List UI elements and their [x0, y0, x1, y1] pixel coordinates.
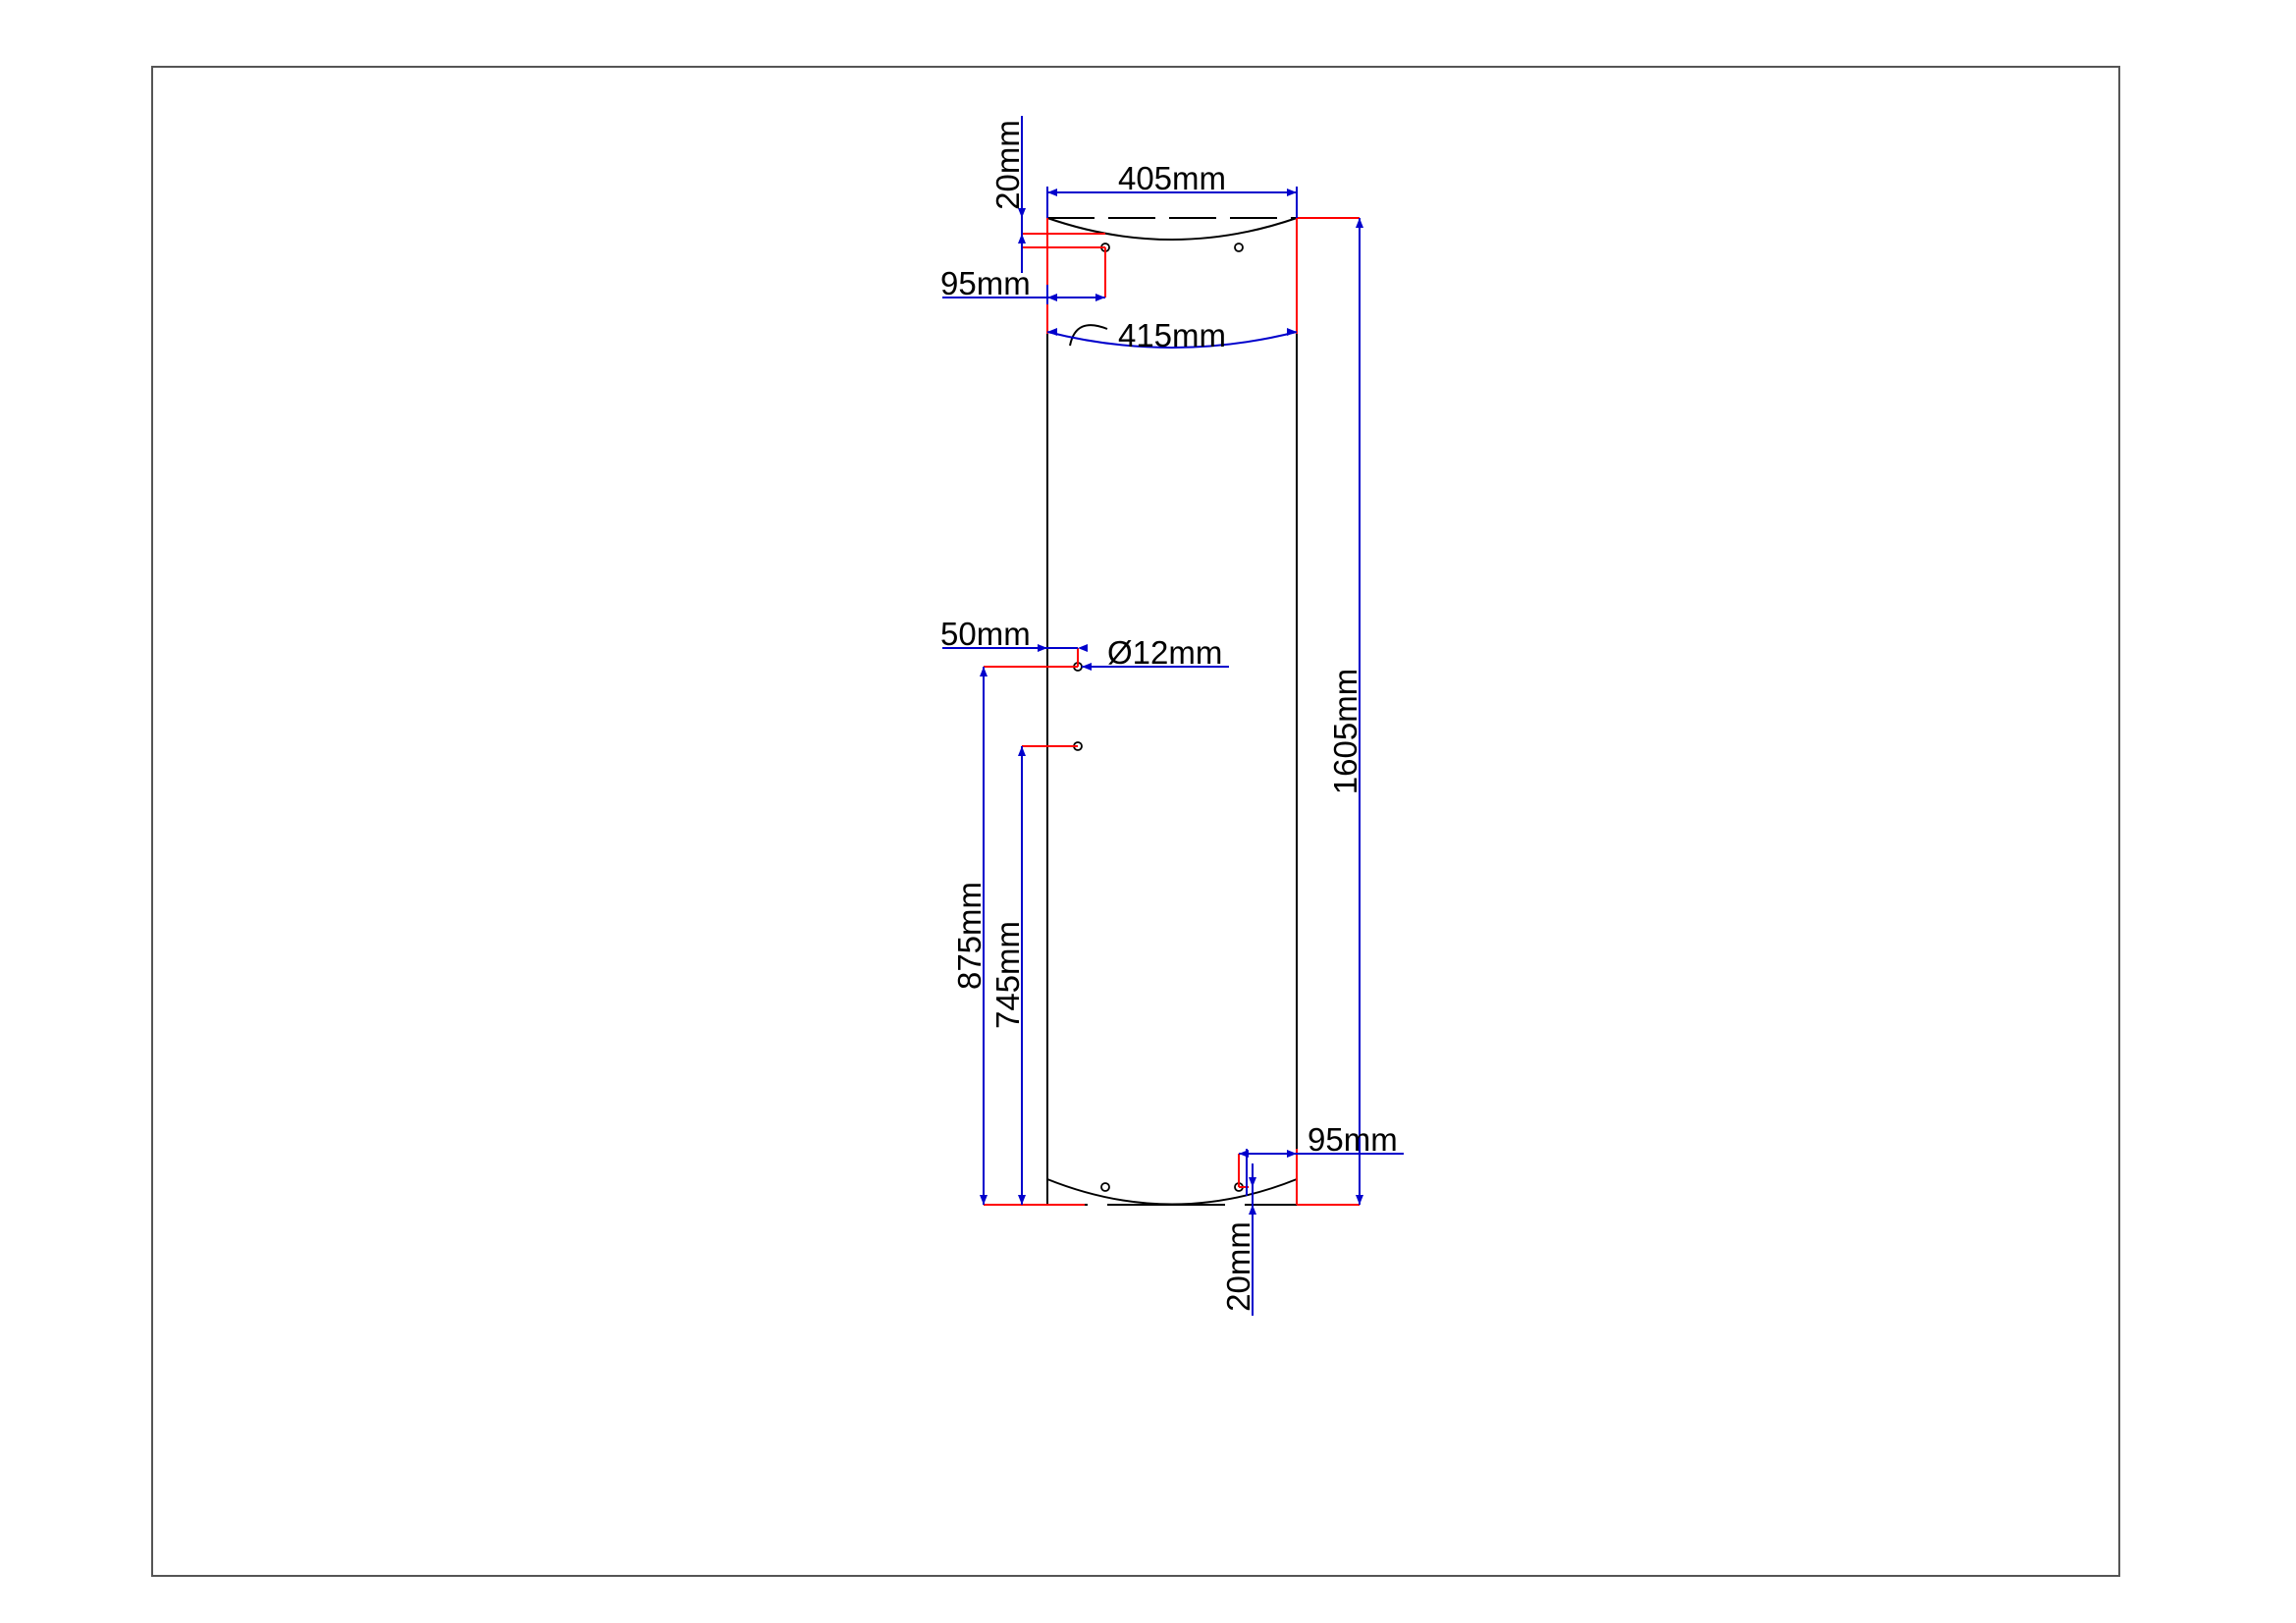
arrowhead: [1249, 1177, 1256, 1187]
dim-top-offset: 20mm: [989, 120, 1026, 210]
arrowhead: [1287, 189, 1297, 196]
arrowhead: [1018, 1195, 1026, 1205]
arrowhead: [1047, 294, 1057, 301]
bottom-arc: [1046, 1178, 1298, 1206]
arrowhead: [1287, 1150, 1297, 1158]
dim-top-hole-inset: 95mm: [940, 265, 1031, 301]
arrowhead: [1095, 294, 1105, 301]
sheet-frame: [151, 66, 2120, 1577]
arrowhead: [1082, 663, 1092, 671]
extension-lines: [984, 217, 1360, 1206]
arrowhead: [1356, 1195, 1363, 1205]
arrowhead: [1287, 328, 1297, 336]
arrowhead: [1249, 1205, 1256, 1215]
holes: [1073, 243, 1244, 1192]
part-outline: [1046, 217, 1298, 1206]
arrowhead: [1047, 189, 1057, 196]
arc-symbol: [1069, 324, 1108, 347]
arrowhead: [1018, 746, 1026, 756]
arrowhead: [980, 667, 988, 676]
arrowhead: [1239, 1150, 1249, 1158]
top-arc: [1046, 217, 1298, 241]
arrowheads: [980, 189, 1363, 1215]
dim-hole-height-lower: 745mm: [989, 921, 1026, 1029]
dim-height-total: 1605mm: [1327, 669, 1363, 794]
dim-bottom-offset: 20mm: [1220, 1221, 1256, 1312]
dim-hole-diameter: Ø12mm: [1107, 634, 1222, 671]
dimension-lines: [942, 116, 1404, 1316]
dim-width-top: 405mm: [1118, 160, 1226, 196]
arrowhead: [1047, 328, 1057, 336]
dim-bottom-hole-inset: 95mm: [1308, 1121, 1398, 1158]
arrowhead: [1018, 208, 1026, 218]
dim-hole-height-upper: 875mm: [951, 882, 988, 990]
arrowhead: [1018, 234, 1026, 243]
dim-width-arc: 415mm: [1118, 317, 1226, 353]
arrowhead: [1038, 644, 1047, 652]
hole-bottom-left: [1100, 1182, 1110, 1192]
arrowhead: [1356, 218, 1363, 228]
arrowhead: [980, 1195, 988, 1205]
dimension-line: [1046, 331, 1298, 349]
arrowhead: [1078, 644, 1088, 652]
dim-side-hole-inset: 50mm: [940, 616, 1031, 652]
hole-top-right: [1234, 243, 1244, 252]
